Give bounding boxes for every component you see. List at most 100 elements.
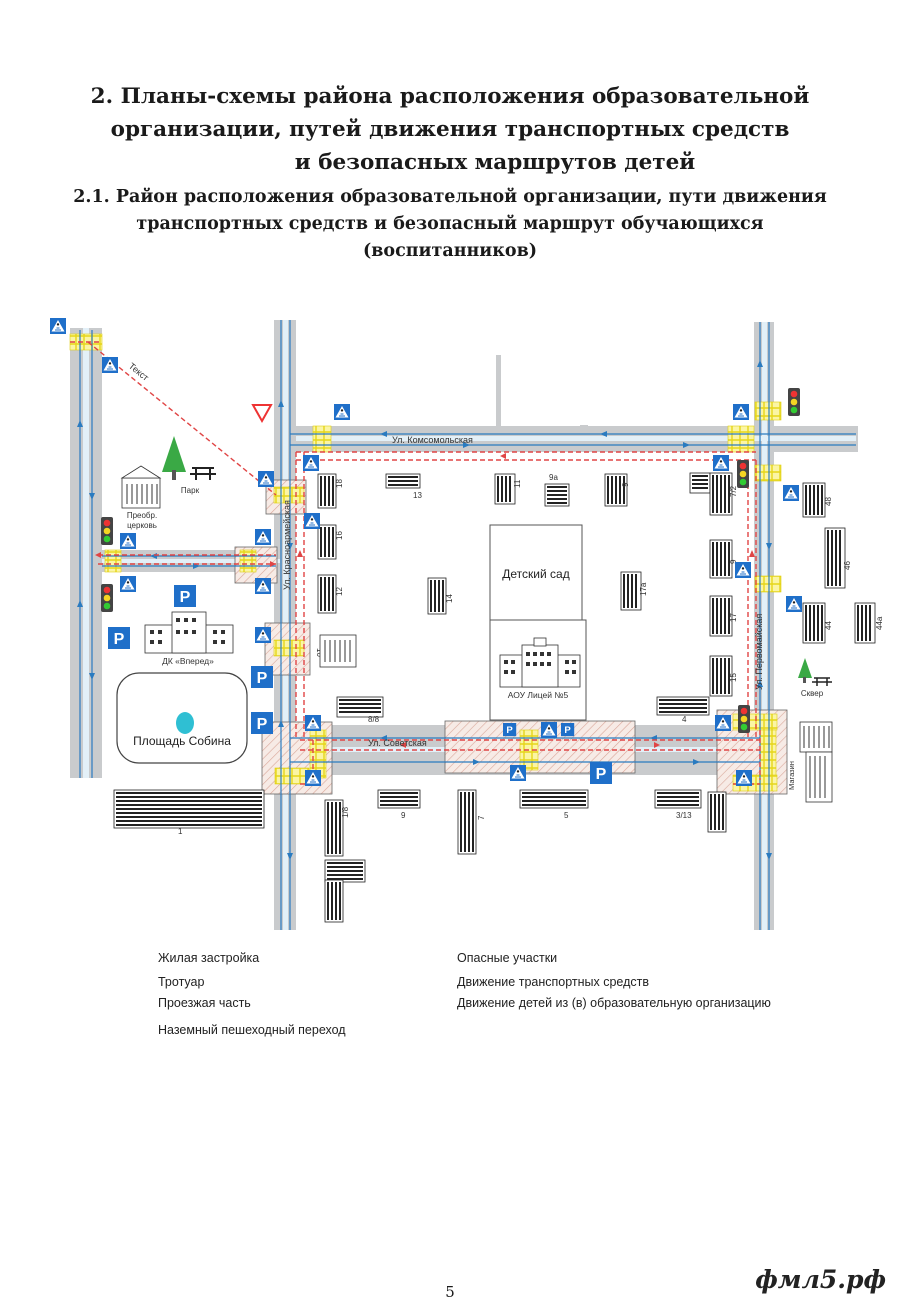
crossing-sign-icon <box>782 484 800 502</box>
bench-icon <box>190 467 216 480</box>
crossing-sign-icon <box>303 512 321 530</box>
house-number: 17а <box>639 582 648 596</box>
house-number: 10 <box>315 648 324 657</box>
house-number: 5 <box>564 811 569 820</box>
housing-block <box>457 789 477 855</box>
crossing-sign-icon <box>49 317 67 335</box>
housing-block <box>324 799 344 857</box>
house-number: 17 <box>729 613 738 622</box>
housing-block <box>317 524 337 560</box>
crossing-sign-icon <box>509 764 527 782</box>
house-number: 13 <box>413 491 422 500</box>
house-number: 9 <box>401 811 406 820</box>
crossing-sign-icon <box>785 595 803 613</box>
traffic-light-icon <box>788 388 800 416</box>
house-number: 15 <box>729 673 738 682</box>
traffic-light-icon <box>101 584 113 612</box>
house-number: 1 <box>178 827 183 836</box>
fountain-icon <box>176 712 194 734</box>
square-label: Площадь Собина <box>133 734 231 748</box>
crossing-sign-icon <box>302 454 320 472</box>
church-label-part2: церковь <box>127 521 157 530</box>
housing-block <box>324 879 344 923</box>
housing-block <box>656 696 710 716</box>
house-number: 16 <box>335 531 344 540</box>
house-number: 9а <box>549 473 558 482</box>
housing-block <box>427 577 447 615</box>
house-number: 7 <box>477 815 486 820</box>
house-number: 46 <box>843 561 852 570</box>
housing-block <box>317 473 337 509</box>
parking-sign-icon <box>251 666 273 688</box>
church-label-part1: Преобр. <box>127 511 157 520</box>
dk-label: ДК «Вперед» <box>162 656 214 666</box>
crossing-sign-icon <box>119 575 137 593</box>
crossing-sign-icon <box>101 356 119 374</box>
housing-block <box>654 789 702 809</box>
district-map: P <box>49 317 884 930</box>
crossing-sign-icon <box>254 626 272 644</box>
crossing-sign-icon <box>734 561 752 579</box>
house-number: 48 <box>824 497 833 506</box>
crossing-sign-icon <box>333 403 351 421</box>
crossing-sign-icon <box>540 721 558 739</box>
shops-label: Магазин <box>787 761 796 790</box>
page-number: 5 <box>445 1283 455 1301</box>
traffic-light-icon <box>101 517 113 545</box>
house-number: 11 <box>513 479 522 488</box>
crossing-sign-icon <box>732 403 750 421</box>
page-title-line-2: организации, путей движения транспортных… <box>110 117 790 142</box>
crossing-sign-icon <box>119 532 137 550</box>
parking-sign-icon <box>561 723 575 737</box>
section-title-line-3: (воспитанников) <box>362 241 538 261</box>
shops-building <box>799 721 833 803</box>
housing-block <box>707 791 727 833</box>
house-number: 44 <box>824 621 833 630</box>
crossing-sign-icon <box>304 714 322 732</box>
crossing-sign-icon <box>254 577 272 595</box>
house-number: 18 <box>335 479 344 488</box>
crossing-sign-icon <box>714 714 732 732</box>
traffic-light-icon <box>737 460 749 488</box>
parking-sign-icon <box>251 712 273 734</box>
house-number: 9 <box>729 559 738 564</box>
street-label-krasnoarm: Ул. Красноармейская <box>282 500 292 590</box>
page-title-line-3: и безопасных маршрутов детей <box>294 150 696 175</box>
skver-bench-icon <box>812 677 832 686</box>
house-number: 14 <box>445 594 454 603</box>
park-label: Парк <box>181 486 200 495</box>
legend-traffic: Движение транспортных средств <box>457 975 650 989</box>
legend-housing: Жилая застройка <box>158 951 260 965</box>
crossing-sign-icon <box>254 528 272 546</box>
skver-tree-icon <box>798 658 812 683</box>
housing-block <box>317 574 337 614</box>
legend-roadway: Проезжая часть <box>158 996 251 1010</box>
kindergarten-label: Детский сад <box>502 567 569 581</box>
street-label-sovetskaya: Ул. Советская <box>368 738 427 748</box>
legend-sidewalk: Тротуар <box>158 975 205 989</box>
park-tree-icon <box>162 436 186 480</box>
house-number: 7/2 <box>729 485 738 497</box>
street-label-pervomayskaya: Ул. Первомайская <box>754 614 764 690</box>
legend-crossing: Наземный пешеходный переход <box>158 1023 346 1037</box>
housing-blocks <box>113 472 876 923</box>
traffic-light-icon <box>738 705 750 733</box>
street-label-text: Текст <box>127 361 151 383</box>
house-number: 1/8 <box>341 806 350 818</box>
crossing-sign-icon <box>304 769 322 787</box>
parking-sign-icon <box>590 762 612 784</box>
house-number: 12 <box>335 587 344 596</box>
housing-block <box>519 789 589 809</box>
section-title-line-1: 2.1. Район расположения образовательной … <box>73 187 827 207</box>
skver-label: Сквер <box>801 689 824 698</box>
house-number: 3/13 <box>676 811 692 820</box>
parking-sign-icon <box>108 627 130 649</box>
page-title-line-1: 2. Планы-схемы района расположения образ… <box>90 84 810 109</box>
house-number: 4 <box>682 715 687 724</box>
house-number: 9 <box>621 482 630 487</box>
housing-block <box>377 789 421 809</box>
parking-sign-icon <box>174 585 196 607</box>
legend-danger: Опасные участки <box>457 951 558 965</box>
house-number: 8/8 <box>368 715 380 724</box>
yield-sign-icon <box>251 404 273 424</box>
